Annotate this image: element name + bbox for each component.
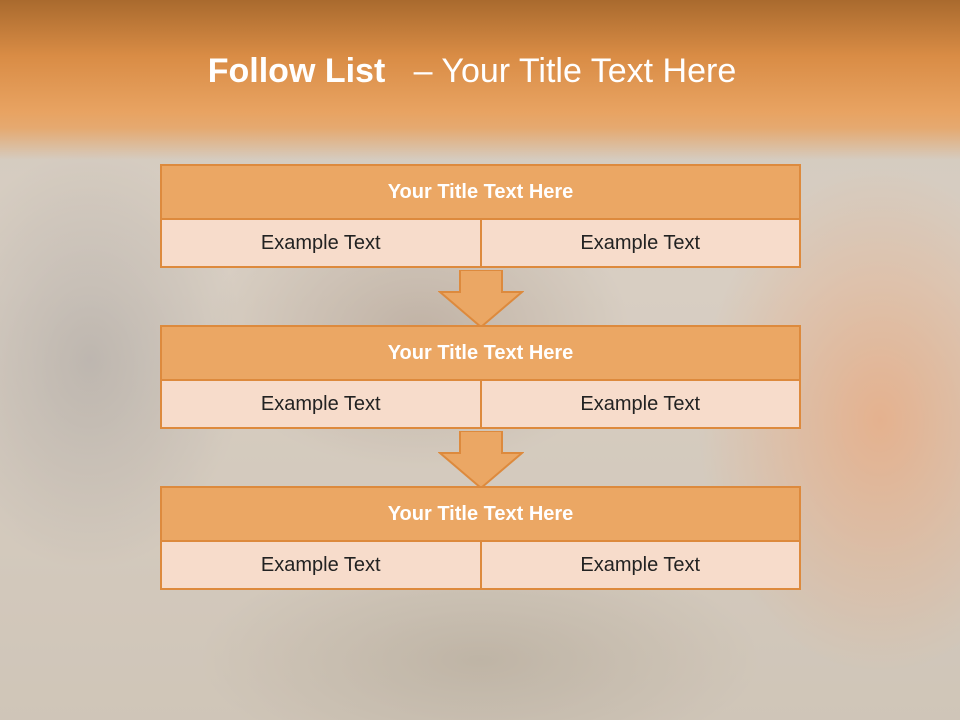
block-title: Your Title Text Here: [160, 486, 801, 542]
block-cell-right: Example Text: [479, 218, 801, 268]
header-band: [0, 0, 960, 160]
block-cell-right: Example Text: [479, 540, 801, 590]
slide-title: Follow List – Your Title Text Here: [0, 52, 944, 91]
down-arrow-icon: [438, 431, 524, 489]
block-cell-left: Example Text: [160, 218, 482, 268]
list-block-3: Your Title Text Here Example Text Exampl…: [160, 486, 801, 590]
slide-title-bold: Follow List: [207, 52, 386, 90]
slide-title-rest: – Your Title Text Here: [413, 52, 737, 90]
block-cell-right: Example Text: [479, 379, 801, 429]
block-row: Example Text Example Text: [160, 218, 801, 268]
list-block-2: Your Title Text Here Example Text Exampl…: [160, 325, 801, 429]
block-cell-left: Example Text: [160, 379, 482, 429]
block-cell-left: Example Text: [160, 540, 482, 590]
block-title: Your Title Text Here: [160, 325, 801, 381]
block-title: Your Title Text Here: [160, 164, 801, 220]
list-block-1: Your Title Text Here Example Text Exampl…: [160, 164, 801, 268]
block-row: Example Text Example Text: [160, 379, 801, 429]
down-arrow-icon: [438, 270, 524, 328]
block-row: Example Text Example Text: [160, 540, 801, 590]
